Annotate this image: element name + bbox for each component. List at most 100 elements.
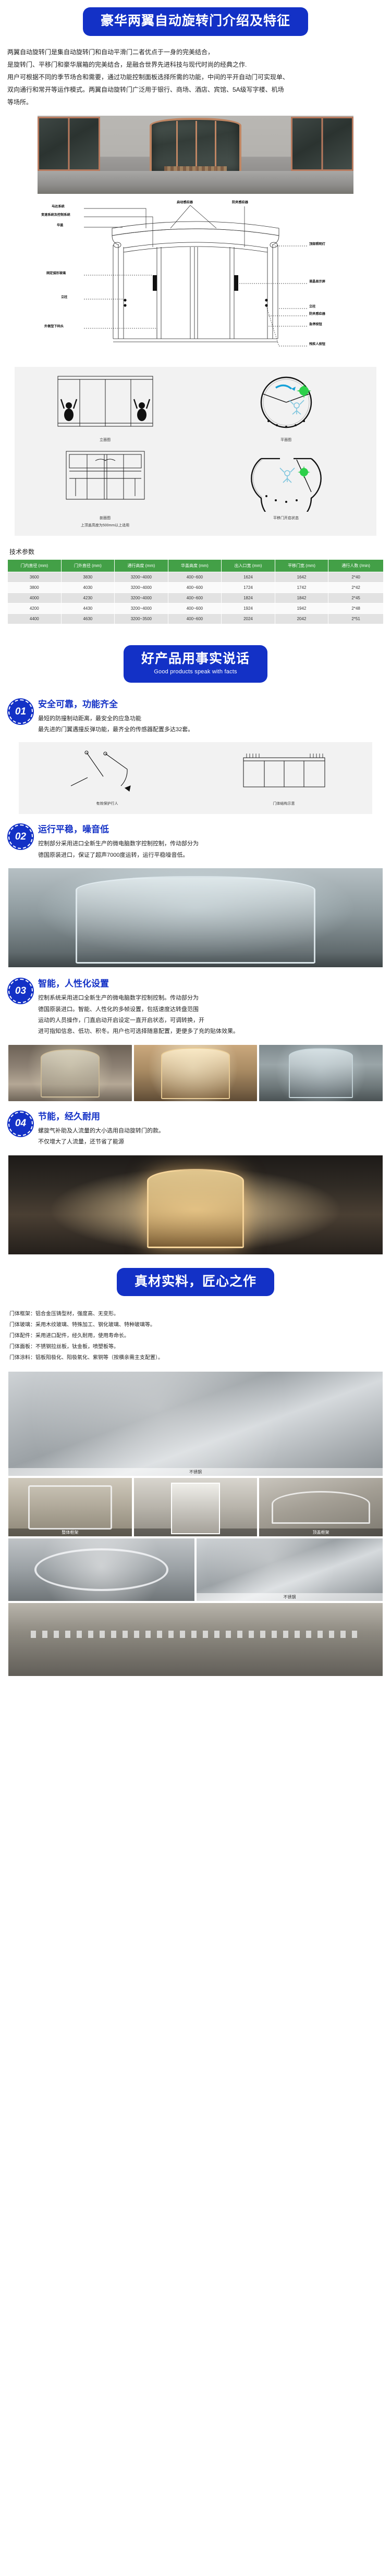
door-front-svg bbox=[243, 753, 325, 787]
cell: 2042 bbox=[274, 613, 329, 624]
feature-line: 最先进的门翼遇撞反弹功能，最齐全的传感器配置多达32套。 bbox=[38, 726, 194, 733]
materials-caption-door-frame: 门体框 bbox=[133, 1529, 258, 1537]
cell: 400~600 bbox=[167, 572, 222, 583]
table-row: 4000 4230 3200~4000 400~600 1824 1842 2*… bbox=[7, 593, 384, 603]
materials-caption-steel-2: 不锈钢 bbox=[197, 1593, 383, 1601]
feature-line: 螺旋气补助及人流量的大小选用自动旋转门的款。 bbox=[38, 1127, 164, 1134]
feature-block-04: 04 节能，经久耐用 螺旋气补助及人流量的大小选用自动旋转门的款。 不仅增大了人… bbox=[0, 1103, 391, 1151]
intro-line-0: 两翼自动旋转门是集自动旋转门和自动平滑门二者优点于一身的完美结合， bbox=[7, 48, 214, 56]
sliding-open-svg bbox=[250, 458, 322, 524]
spec-col-entrance-width: 出入口宽 (mm) bbox=[221, 559, 275, 572]
feature-01-sensor-diagram: 有效保护行人 bbox=[19, 747, 196, 807]
feature-block-02: 02 运行平稳，噪音低 控制部分采用进口全新生产的微电脑数字控制控制，传动部分为… bbox=[0, 816, 391, 864]
cell: 2*51 bbox=[328, 613, 384, 624]
feature-line: 运动的人员操作，门直启动开启设定一直开启状态，可调转换，开 bbox=[38, 1017, 204, 1024]
cell: 400~600 bbox=[167, 582, 222, 593]
feature-badge-03: 03 bbox=[8, 979, 33, 1004]
diagram-label-start-sensor: 启动感应器 bbox=[177, 200, 193, 204]
feature-02-drum bbox=[76, 876, 315, 964]
cell: 3600 bbox=[7, 572, 62, 583]
diagram-label-anti-pinch-sensor-right: 防夹感应器 bbox=[309, 312, 326, 316]
cell: 1742 bbox=[274, 582, 329, 593]
spec-header-row: 门内直径 (mm) 门外直径 (mm) 通行高度 (mm) 华盖高度 (mm) … bbox=[7, 559, 384, 572]
diagram-label-lcd-screen: 液晶显示屏 bbox=[309, 279, 325, 284]
feature-line: 德国原装进口。智能、人性化的多帧设置，包括速度达转盘范围 bbox=[38, 1006, 199, 1013]
feature-line: 进可指知信息、低功、积冬。用户也可选择随意配置，更便多了充的贴体效果。 bbox=[38, 1028, 239, 1035]
cell: 400~600 bbox=[167, 613, 222, 624]
feature-line: 最短的防撞制动距离，最安全的应急功能 bbox=[38, 715, 141, 722]
feature-badge-04: 04 bbox=[8, 1111, 33, 1136]
revolving-drum bbox=[150, 117, 241, 173]
materials-photo-workshop bbox=[8, 1603, 383, 1677]
cell: 3200~4000 bbox=[114, 572, 168, 583]
cell: 1624 bbox=[221, 572, 275, 583]
feature-title-02: 运行平稳，噪音低 bbox=[38, 824, 109, 835]
materials-photo-whole-frame: 整体框架 bbox=[8, 1478, 132, 1537]
materials-photo-grid: 不锈钢 整体框架 门体框 顶盖框架 不锈钢 bbox=[0, 1370, 391, 1677]
spec-col-inner-diameter: 门内直径 (mm) bbox=[7, 559, 62, 572]
cell: 3200~4000 bbox=[114, 582, 168, 593]
material-line: 门体配件：采用进口配件，经久耐用，使用寿命长。 bbox=[9, 1333, 129, 1339]
glass-bay-right bbox=[291, 116, 353, 171]
diagram-label-top-light: 顶部照明灯 bbox=[309, 242, 326, 246]
diagram-label-transmission-control: 变速系统及控制系统 bbox=[41, 213, 70, 217]
diagram-label-fixed-curved-glass: 固定弧形玻璃 bbox=[46, 271, 66, 275]
material-line: 门体玻璃：采用木纹玻璃、特殊加工、钢化玻璃、特种玻璃等。 bbox=[9, 1322, 155, 1328]
banner-title-intro: 豪华两翼自动旋转门介绍及特征 bbox=[0, 7, 391, 36]
intro-line-4: 等场所。 bbox=[7, 98, 33, 106]
cell: 4230 bbox=[60, 593, 115, 603]
materials-photo-door-frame: 门体框 bbox=[133, 1478, 258, 1537]
diagram-label-column-left: 立柱 bbox=[61, 295, 68, 299]
materials-row-1: 不锈钢 bbox=[8, 1372, 383, 1476]
spec-table: 门内直径 (mm) 门外直径 (mm) 通行高度 (mm) 华盖高度 (mm) … bbox=[7, 559, 384, 624]
cell: 1924 bbox=[221, 603, 275, 614]
materials-photo-steel-ring: 不锈钢 bbox=[8, 1372, 383, 1476]
spec-col-pass-height: 通行高度 (mm) bbox=[114, 559, 168, 572]
feature-03-photo-lobby bbox=[8, 1044, 132, 1101]
feature-03-photo-marble bbox=[133, 1044, 258, 1101]
feature-block-01: 01 安全可靠，功能齐全 最短的防撞制动距离，最安全的应急功能 最先进的门翼遇撞… bbox=[0, 696, 391, 739]
schematic-sliding-open: 平移门开启状态 bbox=[196, 448, 376, 528]
cell: 3800 bbox=[7, 582, 62, 593]
ground-pavement bbox=[38, 170, 353, 194]
feature-title-01: 安全可靠，功能齐全 bbox=[38, 699, 118, 709]
materials-photo-steel-detail: 不锈钢 bbox=[197, 1538, 383, 1601]
materials-row-2: 整体框架 门体框 顶盖框架 bbox=[8, 1478, 383, 1537]
schematic-elevation: 立面图 bbox=[15, 372, 196, 443]
schematic-plan: 平面图 bbox=[196, 372, 376, 443]
materials-photo-top-frame: 顶盖框架 bbox=[259, 1478, 383, 1537]
materials-caption-steel: 不锈钢 bbox=[8, 1468, 383, 1476]
table-row: 4400 4630 3200~3500 400~600 2024 2042 2*… bbox=[7, 613, 384, 624]
sensor-diagram-svg bbox=[70, 750, 131, 792]
feature-01-door-diagram: 门体结构示意 bbox=[196, 747, 372, 807]
feature-line: 不仅增大了人流量，还节省了能源 bbox=[38, 1139, 124, 1145]
schematic-section: 剖面图 上顶盖高度为500mm以上适用 bbox=[15, 448, 196, 528]
elevation-svg bbox=[57, 376, 153, 426]
spec-title: 技术参数 bbox=[9, 548, 35, 556]
diagram-label-disabled-button: 残疾人按钮 bbox=[309, 342, 326, 346]
feature-03-photo-row bbox=[0, 1041, 391, 1103]
materials-row-4 bbox=[8, 1603, 383, 1677]
feature-line: 德国原装进口，保证了超声7000度运转，运行平稳噪音低。 bbox=[38, 852, 189, 858]
diagram-label-anti-pinch-sensor-top: 防夹感应器 bbox=[232, 200, 249, 204]
cell: 4000 bbox=[7, 593, 62, 603]
product-detail-page: 豪华两翼自动旋转门介绍及特征 两翼自动旋转门是集自动旋转门和自动平滑门二者优点于… bbox=[0, 7, 391, 1683]
table-row: 4200 4430 3200~4000 400~600 1924 1942 2*… bbox=[7, 603, 384, 614]
cell: 3830 bbox=[60, 572, 115, 583]
cell: 2*48 bbox=[328, 603, 384, 614]
pill-materials-cn: 真材实料，匠心之作 bbox=[134, 1274, 256, 1289]
material-line: 门体涂料：铝板阳极化、阳极氧化、紫铜等（按横亲需主支配置）。 bbox=[9, 1355, 163, 1361]
table-row: 3800 4030 3200~4000 400~600 1724 1742 2*… bbox=[7, 582, 384, 593]
cell: 400~600 bbox=[167, 593, 222, 603]
intro-line-2: 用户可根据不同的季节场合和需要，通过功能控制面板选择所需的功能，中间的平开自动门… bbox=[7, 73, 289, 81]
spec-col-outer-diameter: 门外直径 (mm) bbox=[60, 559, 115, 572]
cell: 2*40 bbox=[328, 572, 384, 583]
feature-line: 控制部分采用进口全新生产的微电脑数字控制控制，传动部分为 bbox=[38, 841, 199, 847]
diagram-label-motor-system: 马达系统 bbox=[52, 204, 65, 208]
cell: 3200~4000 bbox=[114, 593, 168, 603]
cell: 3200~3500 bbox=[114, 613, 168, 624]
diagram-label-outer-lower-dock: 外侧型下码头 bbox=[44, 324, 64, 328]
pill-facts: 好产品用事实说话 Good products speak with facts bbox=[123, 645, 267, 683]
feature-02-photo bbox=[8, 868, 383, 968]
bottom-spacer bbox=[0, 1678, 391, 1683]
